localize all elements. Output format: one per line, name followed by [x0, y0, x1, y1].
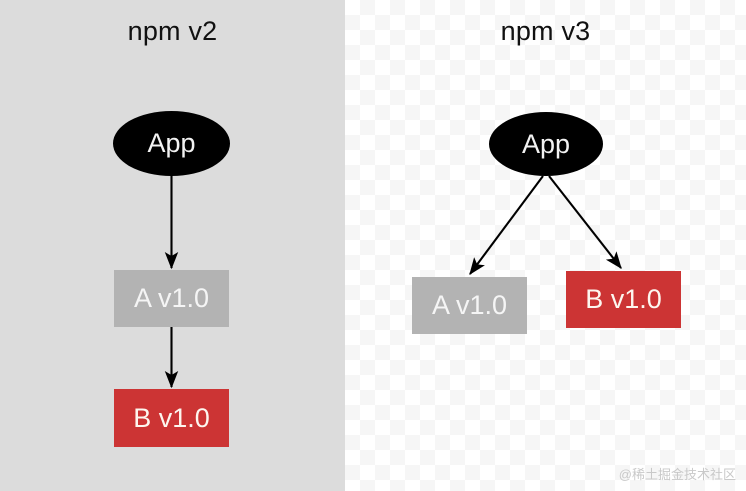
panel-title-npm-v2: npm v2: [127, 16, 218, 46]
node-v2-app-label: App: [147, 128, 196, 158]
watermark: @稀土掘金技术社区: [618, 467, 736, 482]
node-v3-app-label: App: [521, 128, 571, 159]
panel-npm-v3: npm v3: [345, 0, 746, 491]
node-v3-a-label: A v1.0: [431, 290, 508, 320]
node-v2-a-label: A v1.0: [133, 283, 210, 313]
node-v2-a[interactable]: A v1.0: [114, 270, 229, 327]
node-v3-a[interactable]: A v1.0: [412, 277, 527, 334]
panel-title-npm-v3: npm v3: [500, 16, 591, 46]
node-v3-b-label: B v1.0: [585, 284, 662, 314]
node-v3-app[interactable]: App: [489, 112, 603, 176]
node-v3-b[interactable]: B v1.0: [566, 271, 681, 328]
node-v2-b-label: B v1.0: [133, 402, 210, 433]
node-v2-b[interactable]: B v1.0: [114, 389, 229, 447]
node-v2-app[interactable]: App: [113, 111, 230, 176]
